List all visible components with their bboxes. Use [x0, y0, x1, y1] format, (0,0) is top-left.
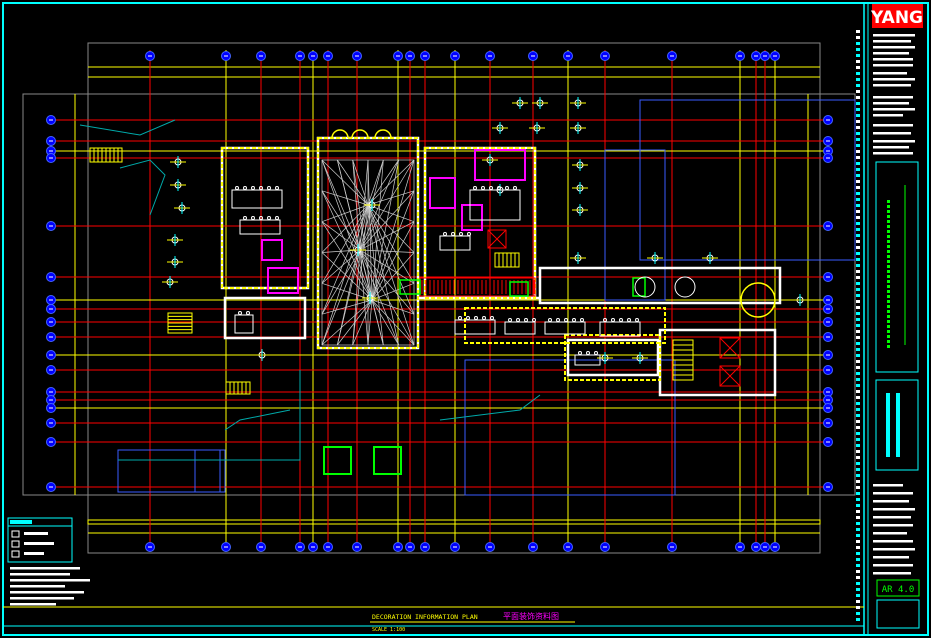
lift-icon	[487, 229, 741, 387]
legend-table	[7, 517, 90, 606]
partitions	[261, 149, 526, 294]
plan-title-chinese: 平面装饰资料图	[503, 611, 559, 621]
title-block: YANG AR 4.0	[856, 4, 923, 629]
logo-box	[872, 4, 923, 28]
title-block-text-lines	[856, 30, 915, 621]
green-marker	[323, 446, 352, 475]
sheet-number: AR 4.0	[882, 585, 915, 595]
logo-text: YANG	[870, 8, 923, 28]
green-marker	[373, 446, 402, 475]
legend-notes	[10, 567, 90, 606]
plan-title: DECORATION INFORMATION PLAN 平面装饰资料图 SCAL…	[370, 611, 575, 633]
round-feature	[740, 282, 776, 318]
atrium-void	[321, 129, 415, 346]
floor-plan	[22, 42, 856, 554]
furniture-icon	[231, 186, 641, 366]
stair-icon	[89, 147, 694, 395]
plan-scale: SCALE 1:100	[372, 627, 405, 633]
plan-title-english: DECORATION INFORMATION PLAN	[372, 613, 478, 621]
grid-bubble-icon	[46, 51, 833, 552]
grid-lines-horizontal	[50, 119, 830, 488]
